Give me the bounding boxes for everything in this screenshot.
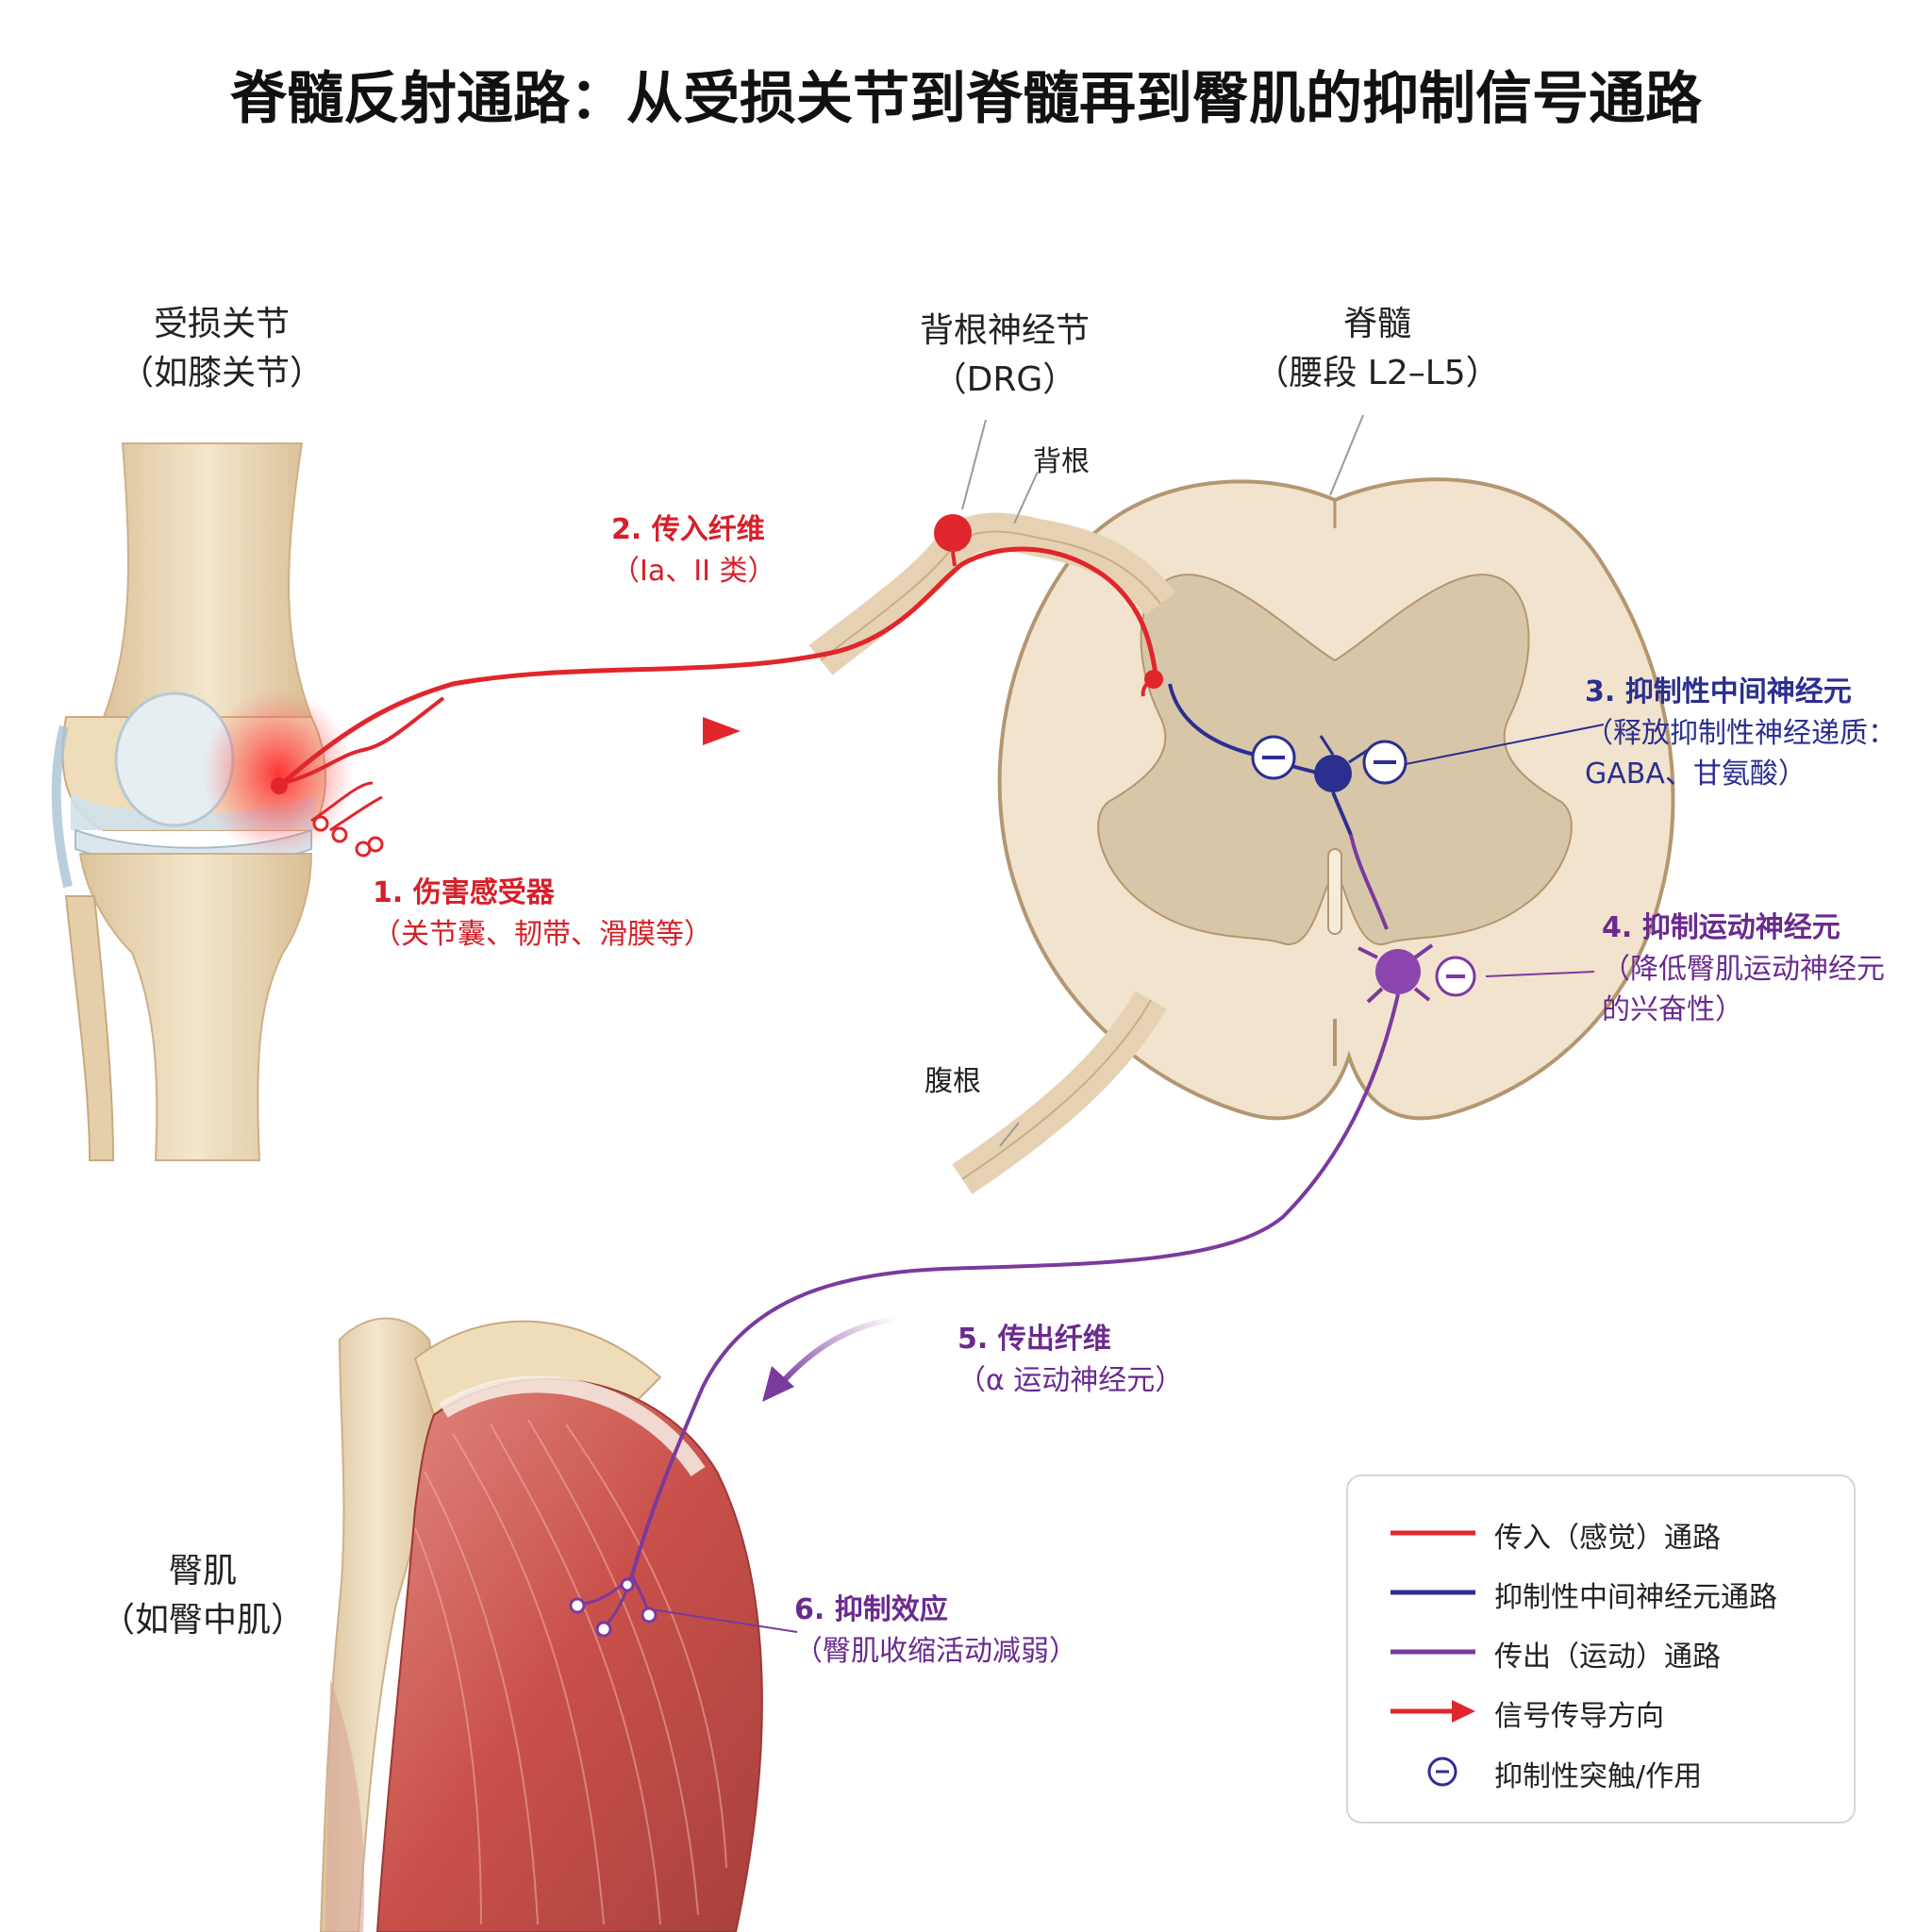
label-spinal-cord: 脊髓 （腰段 L2–L5） bbox=[1226, 300, 1528, 398]
signal-direction-arrow-red bbox=[557, 717, 741, 745]
step-6-label: 6. 抑制效应 （臀肌收缩活动减弱） bbox=[794, 1590, 1077, 1672]
label-joint-line2: （如膝关节） bbox=[119, 354, 324, 393]
label-gluteal-line1: 臀肌 bbox=[168, 1552, 237, 1591]
step-4-heading: 4. 抑制运动神经元 bbox=[1602, 911, 1840, 944]
red-line-icon bbox=[1391, 1530, 1475, 1536]
legend-row-direction: 信号传导方向 bbox=[1348, 1683, 1854, 1740]
gluteal-illustration bbox=[319, 1317, 763, 1932]
leader-lines bbox=[650, 414, 1605, 1633]
legend-label-interneuron: 抑制性中间神经元通路 bbox=[1494, 1581, 1777, 1614]
label-gluteal-line2: （如臀中肌） bbox=[100, 1601, 305, 1641]
legend-row-efferent: 传出（运动）通路 bbox=[1348, 1624, 1854, 1680]
step-1-detail: （关节囊、韧带、滑膜等） bbox=[373, 917, 712, 951]
step-5-heading: 5. 传出纤维 bbox=[958, 1323, 1111, 1356]
step-2-detail: （Ia、II 类） bbox=[611, 554, 776, 588]
label-drg-line2: （DRG） bbox=[932, 360, 1077, 400]
label-joint-line1: 受损关节 bbox=[153, 305, 290, 343]
step-4-label: 4. 抑制运动神经元 （降低臀肌运动神经元 的兴奋性） bbox=[1602, 908, 1885, 1031]
legend-label-efferent: 传出（运动）通路 bbox=[1494, 1641, 1721, 1674]
step-6-heading: 6. 抑制效应 bbox=[794, 1593, 948, 1626]
legend-label-afferent: 传入（感觉）通路 bbox=[1494, 1522, 1721, 1555]
step-4-detail: （降低臀肌运动神经元 bbox=[1602, 952, 1885, 986]
step-4-detail-2: 的兴奋性） bbox=[1602, 993, 1743, 1026]
step-3-label: 3. 抑制性中间神经元 （释放抑制性神经递质： GABA、甘氨酸） bbox=[1585, 672, 1896, 795]
label-joint: 受损关节 （如膝关节） bbox=[94, 300, 349, 398]
legend-row-afferent: 传入（感觉）通路 bbox=[1348, 1505, 1854, 1561]
step-1-label: 1. 伤害感受器 （关节囊、韧带、滑膜等） bbox=[373, 873, 712, 955]
red-arrow-icon bbox=[1391, 1700, 1475, 1723]
step-6-detail: （臀肌收缩活动减弱） bbox=[794, 1634, 1077, 1668]
legend-row-inhibitory: 抑制性突触/作用 bbox=[1348, 1743, 1854, 1800]
minus-circle-icon bbox=[1427, 1757, 1457, 1787]
label-gluteal: 臀肌 （如臀中肌） bbox=[94, 1547, 311, 1645]
legend: 传入（感觉）通路 抑制性中间神经元通路 传出（运动）通路 信号传导方向 抑制性突… bbox=[1346, 1474, 1856, 1824]
label-drg: 背根神经节 （DRG） bbox=[877, 307, 1132, 405]
signal-direction-arrow-purple bbox=[762, 1316, 897, 1402]
legend-label-direction: 信号传导方向 bbox=[1494, 1700, 1664, 1733]
label-ventral-root: 腹根 bbox=[924, 1065, 981, 1098]
step-3-heading: 3. 抑制性中间神经元 bbox=[1585, 675, 1852, 708]
step-1-heading: 1. 伤害感受器 bbox=[373, 876, 555, 909]
step-2-label: 2. 传入纤维 （Ia、II 类） bbox=[611, 509, 775, 591]
efferent-pathway bbox=[569, 834, 1476, 1638]
label-dorsal-root: 背根 bbox=[1033, 445, 1090, 478]
legend-row-interneuron: 抑制性中间神经元通路 bbox=[1348, 1564, 1854, 1621]
step-2-heading: 2. 传入纤维 bbox=[611, 513, 765, 546]
purple-line-icon bbox=[1391, 1649, 1475, 1655]
step-3-detail: （释放抑制性神经递质： bbox=[1585, 716, 1896, 750]
afferent-pathway bbox=[271, 514, 1163, 858]
blue-line-icon bbox=[1391, 1590, 1475, 1595]
label-spinal-cord-line2: （腰段 L2–L5） bbox=[1255, 354, 1500, 393]
page-title: 脊髓反射通路：从受损关节到脊髓再到臀肌的抑制信号通路 bbox=[230, 66, 1702, 132]
inhibitory-interneuron-pathway bbox=[1168, 683, 1407, 836]
step-5-detail: （α 运动神经元） bbox=[958, 1363, 1184, 1397]
step-3-detail-2: GABA、甘氨酸） bbox=[1585, 758, 1807, 791]
step-5-label: 5. 传出纤维 （α 运动神经元） bbox=[958, 1319, 1183, 1401]
knee-joint-illustration bbox=[51, 442, 354, 1161]
label-drg-line1: 背根神经节 bbox=[919, 311, 1090, 350]
label-spinal-cord-line1: 脊髓 bbox=[1342, 305, 1411, 343]
legend-label-inhibitory: 抑制性突触/作用 bbox=[1494, 1760, 1703, 1793]
